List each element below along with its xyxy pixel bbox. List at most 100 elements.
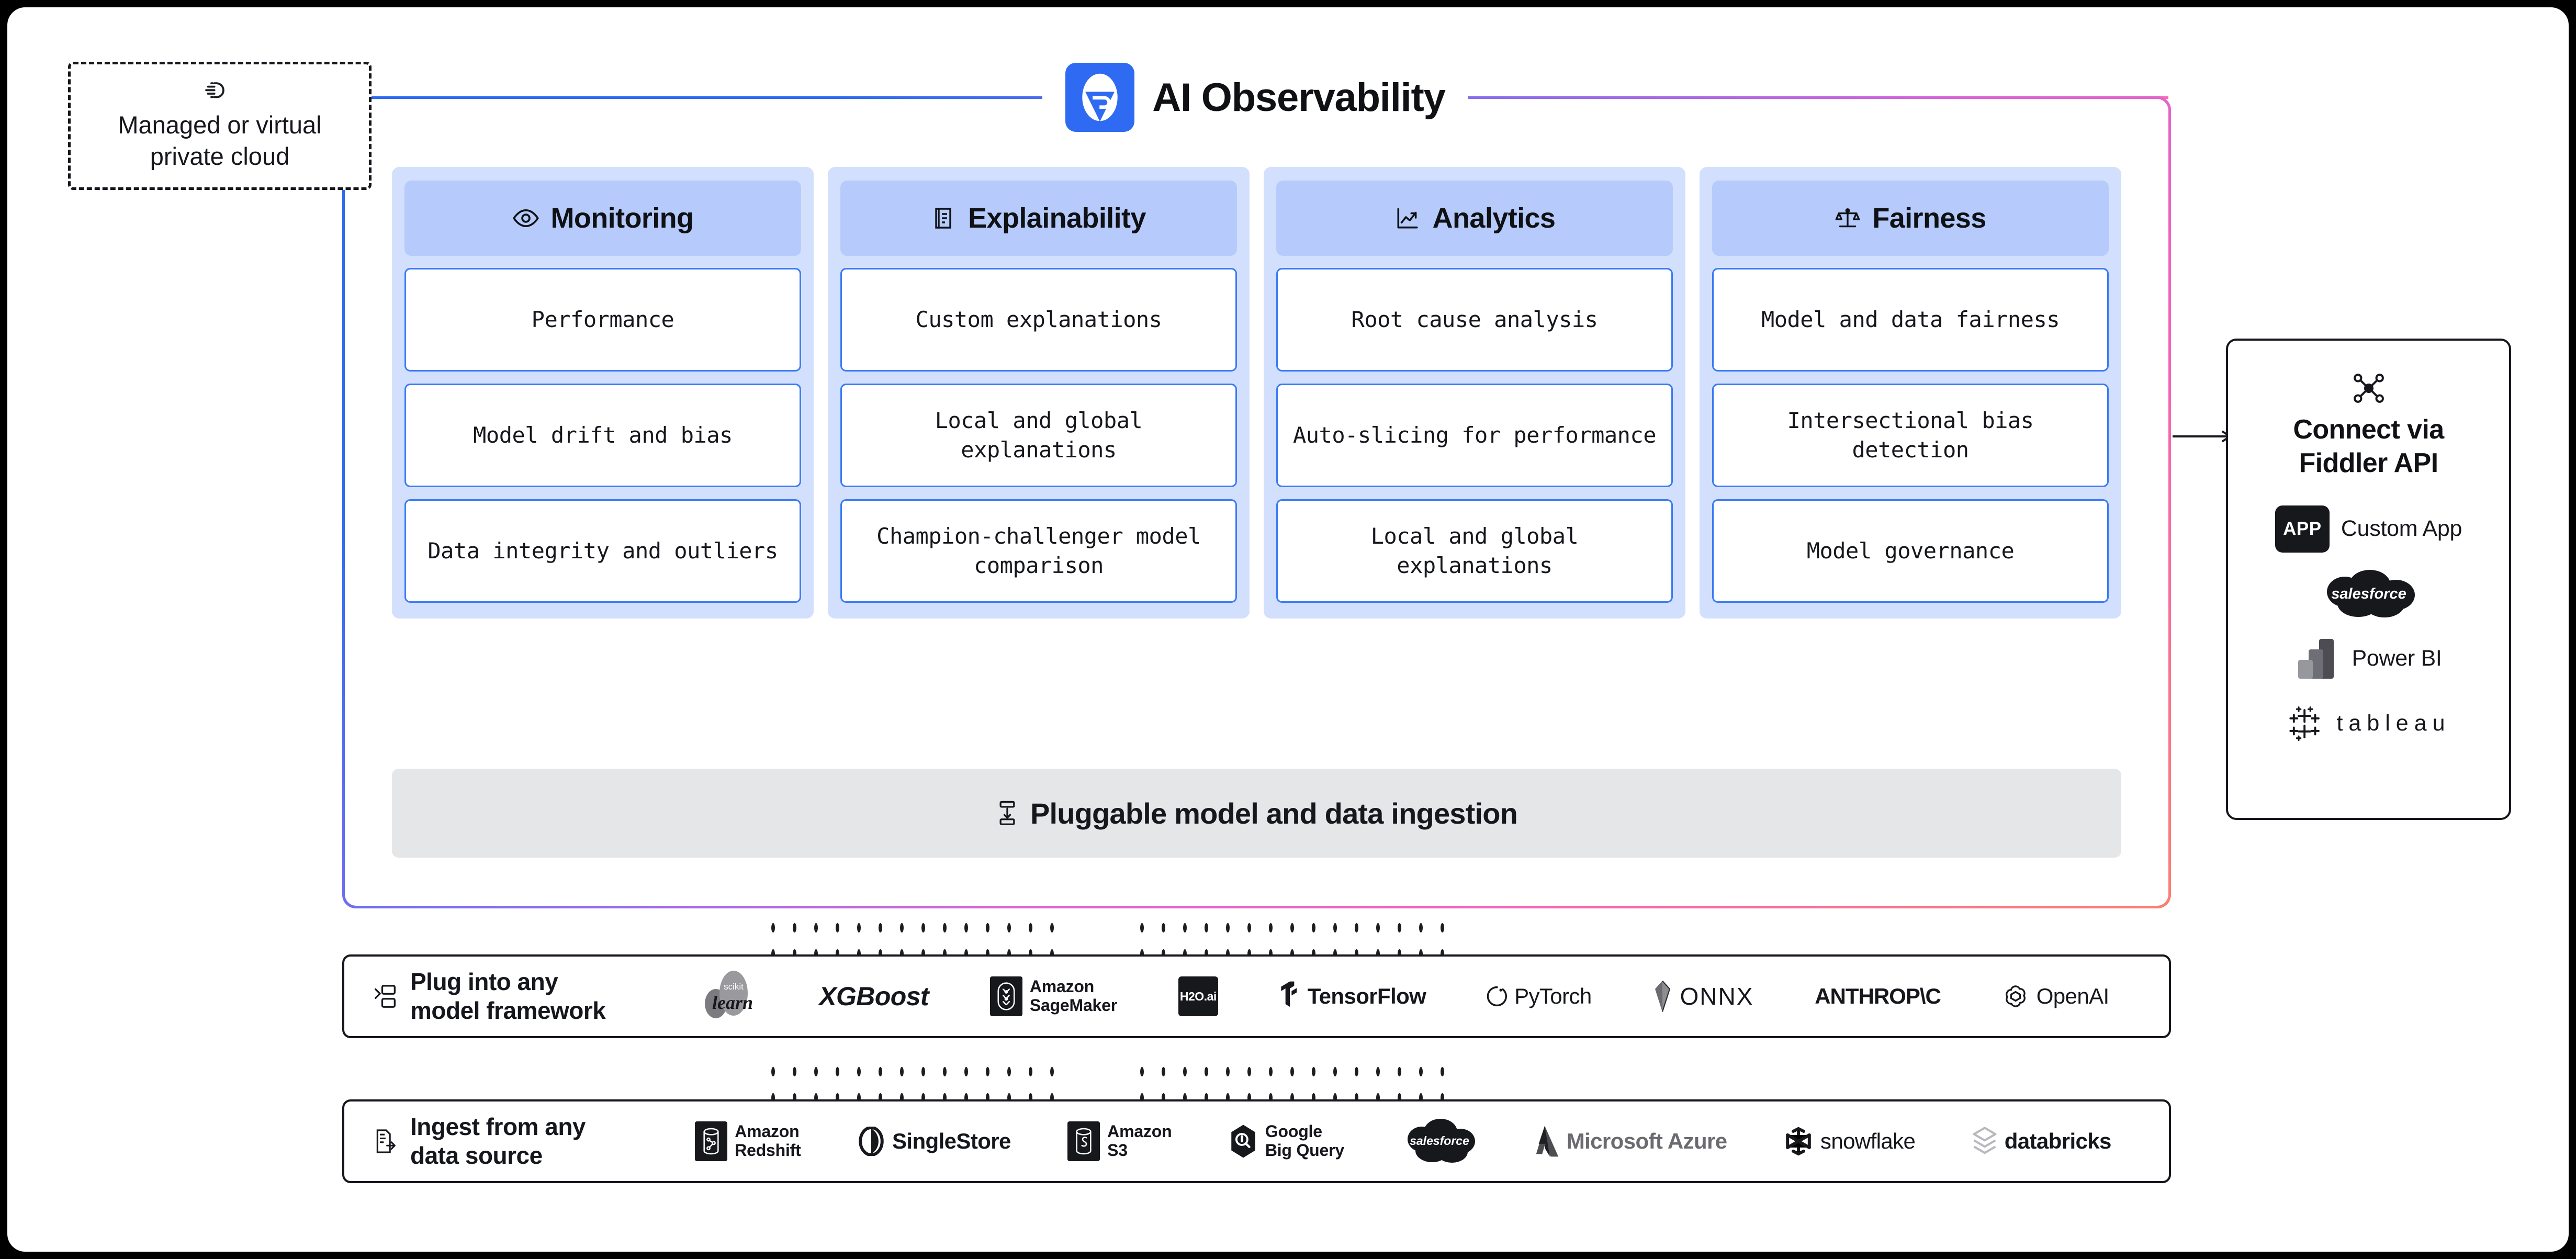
pillar-card[interactable]: Auto-slicing for performance bbox=[1276, 384, 1673, 487]
pillar-card[interactable]: Local and global explanations bbox=[1276, 499, 1673, 603]
pillar-card-label: Champion-challenger model comparison bbox=[876, 523, 1201, 578]
ai-observability-panel: Monitoring Performance Model drift and b… bbox=[342, 96, 2171, 908]
microsoft-azure-icon bbox=[1535, 1125, 1559, 1157]
pillar-columns: Monitoring Performance Model drift and b… bbox=[392, 167, 2121, 619]
pillar-card[interactable]: Performance bbox=[404, 268, 801, 372]
line-chart-icon bbox=[1394, 205, 1421, 231]
logo-snowflake[interactable]: snowflake bbox=[1784, 1127, 1916, 1156]
logo-label: snowflake bbox=[1820, 1129, 1916, 1153]
logo-xgboost[interactable]: XGBoost bbox=[819, 981, 929, 1011]
connect-item-label: tableau bbox=[2336, 711, 2451, 736]
connect-item-label: Custom App bbox=[2341, 516, 2462, 542]
pillar-card[interactable]: Intersectional bias detection bbox=[1712, 384, 2109, 487]
pillar-analytics[interactable]: Analytics Root cause analysis Auto-slici… bbox=[1264, 167, 1685, 619]
singlestore-icon bbox=[858, 1127, 885, 1156]
pillar-card-label: Performance bbox=[531, 307, 674, 333]
eye-icon bbox=[512, 205, 539, 232]
pillar-card[interactable]: Root cause analysis bbox=[1276, 268, 1673, 372]
xgboost-icon: XGBoost bbox=[819, 982, 929, 1011]
framework-label-line1: Plug into any bbox=[410, 968, 558, 995]
connect-item-label: Power BI bbox=[2352, 646, 2442, 671]
logo-onnx[interactable]: ONNX bbox=[1652, 980, 1753, 1013]
pillar-card[interactable]: Custom explanations bbox=[840, 268, 1237, 372]
pillar-fairness[interactable]: Fairness Model and data fairness Interse… bbox=[1700, 167, 2121, 619]
onnx-icon bbox=[1652, 980, 1672, 1013]
scikit-learn-icon: scikit learn bbox=[697, 967, 758, 1026]
ingestion-label: Pluggable model and data ingestion bbox=[1030, 796, 1518, 830]
logo-databricks[interactable]: databricks bbox=[1972, 1126, 2111, 1156]
logo-h2o-ai[interactable]: H2O.ai bbox=[1178, 976, 1218, 1016]
pillar-card-label: Local and global explanations bbox=[1370, 523, 1579, 578]
pillar-card-label: Local and global explanations bbox=[935, 408, 1143, 463]
databricks-icon bbox=[1972, 1126, 1997, 1156]
source-label-line1: Ingest from any bbox=[410, 1112, 586, 1140]
connect-item-power-bi[interactable]: Power BI bbox=[2228, 633, 2509, 684]
plug-framework-icon bbox=[374, 983, 397, 1010]
pillar-card-label: Model drift and bias bbox=[473, 422, 733, 448]
tensorflow-icon bbox=[1279, 981, 1300, 1012]
pillar-card[interactable]: Champion-challenger model comparison bbox=[840, 499, 1237, 603]
report-document-icon bbox=[931, 205, 957, 231]
pillar-title: Analytics bbox=[1432, 203, 1556, 234]
logo-label: databricks bbox=[2004, 1129, 2112, 1153]
pillar-explainability[interactable]: Explainability Custom explanations Local… bbox=[828, 167, 1250, 619]
pillar-title: Monitoring bbox=[550, 203, 694, 234]
logo-anthropic[interactable]: ANTHROP\C bbox=[1815, 984, 1941, 1009]
logo-microsoft-azure[interactable]: Microsoft Azure bbox=[1535, 1125, 1727, 1157]
pillar-card[interactable]: Model governance bbox=[1712, 499, 2109, 603]
api-network-icon bbox=[2352, 373, 2386, 403]
data-source-icon bbox=[374, 1128, 397, 1155]
salesforce-cloud-icon: salesforce bbox=[2318, 569, 2420, 619]
diagram-header: AI Observability bbox=[342, 63, 2169, 132]
dot-connector-top bbox=[771, 923, 1444, 959]
logo-openai[interactable]: OpenAI bbox=[2002, 983, 2109, 1010]
pytorch-icon bbox=[1487, 983, 1508, 1010]
pillar-card-label: Model governance bbox=[1806, 538, 2015, 564]
pillar-card[interactable]: Model drift and bias bbox=[404, 384, 801, 487]
pillar-card-label: Custom explanations bbox=[915, 307, 1162, 333]
pillar-card-label: Auto-slicing for performance bbox=[1292, 422, 1657, 448]
pillar-monitoring[interactable]: Monitoring Performance Model drift and b… bbox=[392, 167, 814, 619]
logo-singlestore[interactable]: SingleStore bbox=[858, 1127, 1011, 1156]
logo-scikit-learn[interactable]: scikit learn bbox=[697, 967, 758, 1026]
data-ingestion-icon bbox=[996, 800, 1019, 827]
openai-icon bbox=[2002, 983, 2029, 1010]
logo-label: Microsoft Azure bbox=[1566, 1129, 1727, 1153]
connect-item-salesforce[interactable]: salesforce bbox=[2228, 568, 2509, 620]
source-label-line2: data source bbox=[410, 1142, 543, 1169]
pillar-card[interactable]: Model and data fairness bbox=[1712, 268, 2109, 372]
model-framework-strip: Plug into any model framework scikit lea… bbox=[342, 954, 2171, 1038]
cloud-dashed-icon bbox=[205, 80, 235, 102]
anthropic-icon: ANTHROP\C bbox=[1815, 984, 1941, 1008]
logo-tensorflow[interactable]: TensorFlow bbox=[1279, 981, 1426, 1012]
pillar-card-label: Data integrity and outliers bbox=[428, 538, 778, 564]
google-bigquery-icon bbox=[1229, 1123, 1258, 1159]
tableau-icon bbox=[2286, 704, 2325, 743]
svg-text:learn: learn bbox=[712, 992, 753, 1013]
diagram-canvas: Monitoring Performance Model drift and b… bbox=[7, 7, 2569, 1252]
connect-item-tableau[interactable]: tableau bbox=[2228, 698, 2509, 749]
logo-pytorch[interactable]: PyTorch bbox=[1487, 983, 1592, 1010]
logo-salesforce[interactable]: salesforce bbox=[1401, 1116, 1478, 1166]
dot-connector-bottom bbox=[771, 1067, 1444, 1103]
connect-title-line1: Connect via bbox=[2293, 414, 2444, 445]
app-badge-icon: APP bbox=[2275, 505, 2330, 553]
snowflake-icon bbox=[1784, 1127, 1813, 1156]
pillar-header-analytics: Analytics bbox=[1276, 181, 1673, 256]
pillar-title: Explainability bbox=[968, 203, 1146, 234]
logo-label: OpenAI bbox=[2036, 984, 2109, 1008]
private-cloud-line2: private cloud bbox=[150, 142, 290, 170]
pillar-card[interactable]: Local and global explanations bbox=[840, 384, 1237, 487]
balance-scale-icon bbox=[1835, 205, 1861, 231]
connect-item-custom-app[interactable]: APP Custom App bbox=[2228, 503, 2509, 555]
connect-title-line2: Fiddler API bbox=[2299, 448, 2439, 479]
pillar-card-label: Intersectional bias detection bbox=[1787, 408, 2034, 463]
pillar-card[interactable]: Data integrity and outliers bbox=[404, 499, 801, 603]
